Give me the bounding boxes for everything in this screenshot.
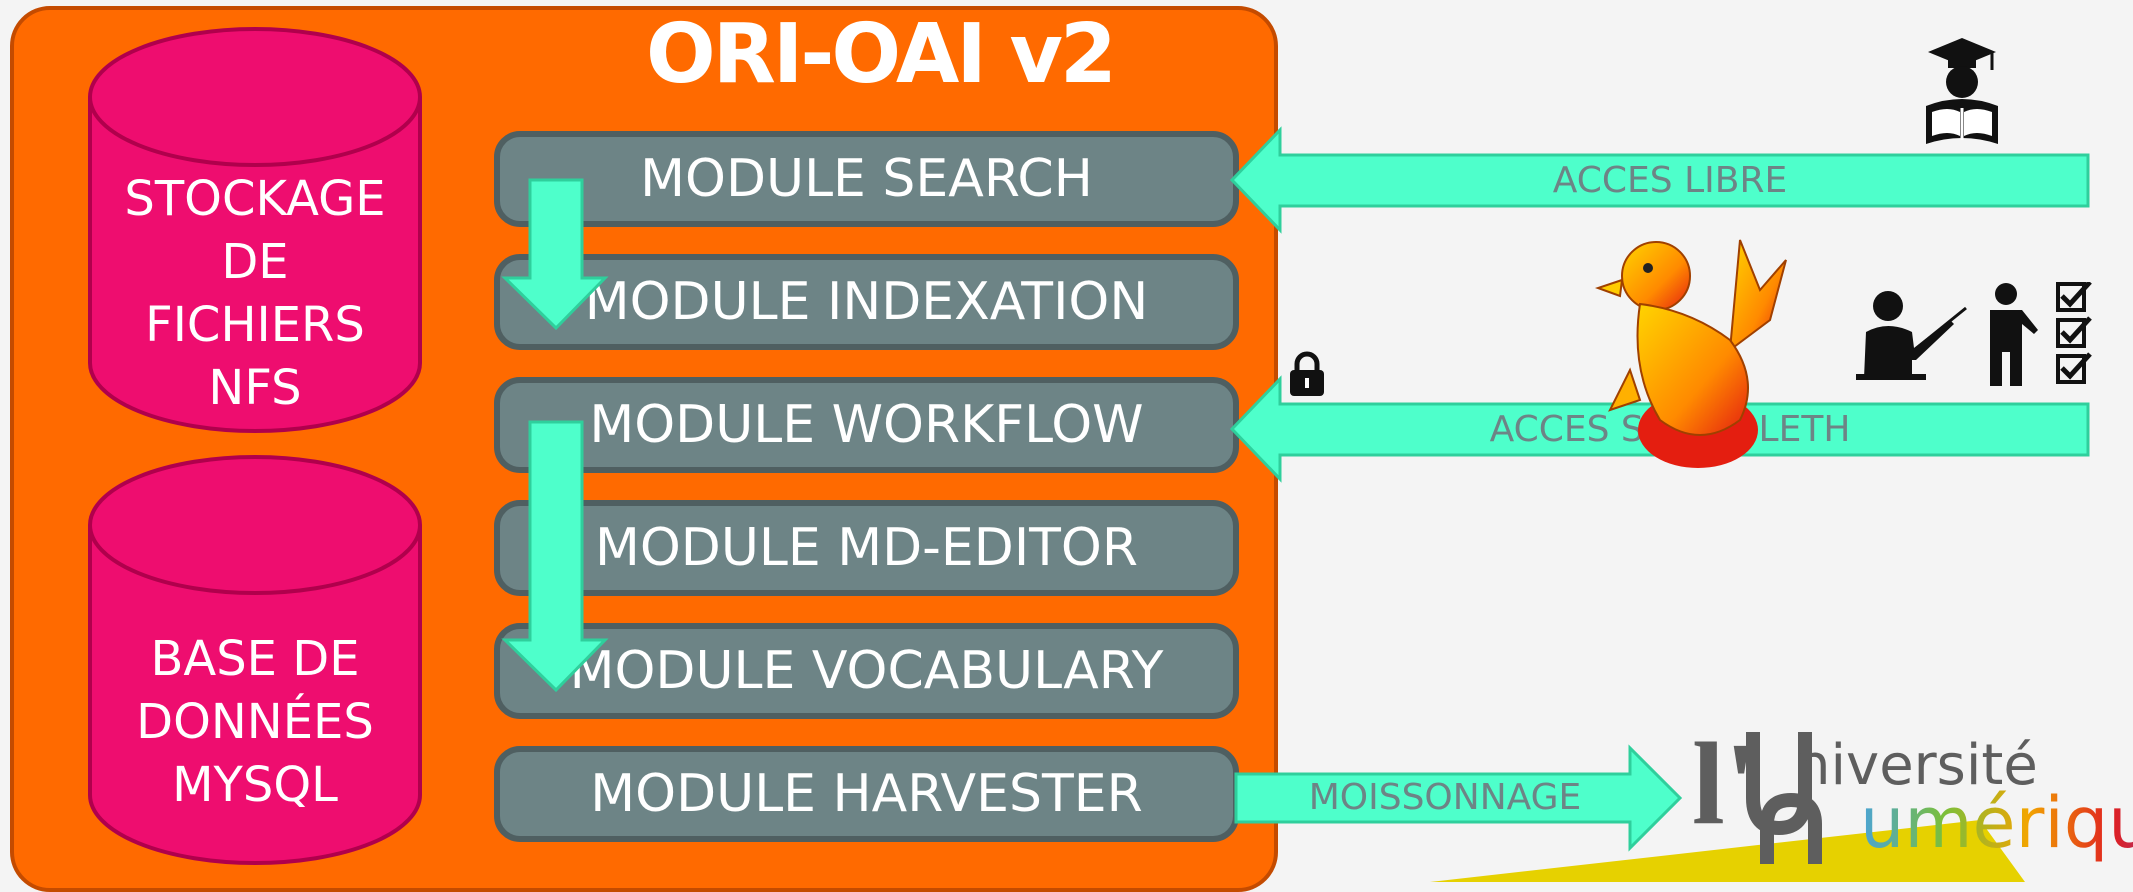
shibboleth-griffin-icon xyxy=(1594,239,1787,468)
moissonnage-arrow xyxy=(1234,744,1683,852)
module-vocabulary: MODULE VOCABULARY xyxy=(494,623,1239,719)
database-label: BASE DE DONNÉES MYSQL xyxy=(136,631,374,813)
module-indexation: MODULE INDEXATION xyxy=(494,254,1239,350)
staff-checklist-icon xyxy=(1990,282,2092,386)
database-cylinder xyxy=(88,455,422,865)
acces-libre-label: ACCES LIBRE xyxy=(1552,160,1788,201)
logo-u-n-letters xyxy=(1746,732,1822,864)
acces-libre-arrow xyxy=(1229,126,2090,234)
diagram-title: ORI-OAI v2 xyxy=(646,7,1117,102)
logo-niversite: niversité xyxy=(1795,733,2038,798)
moissonnage-label: MOISSONNAGE xyxy=(1308,777,1582,818)
file-storage-cylinder xyxy=(88,27,422,433)
module-harvester: MODULE HARVESTER xyxy=(494,746,1239,842)
module-search: MODULE SEARCH xyxy=(494,131,1239,227)
teacher-icon xyxy=(1856,291,1967,380)
graduate-reader-icon xyxy=(1926,38,1998,144)
lock-icon xyxy=(1290,351,1324,396)
module-workflow: MODULE WORKFLOW xyxy=(494,377,1239,473)
search-to-indexation-arrow xyxy=(501,178,609,331)
workflow-to-vocabulary-arrow xyxy=(501,420,609,693)
logo-umerique: umérique xyxy=(1860,788,2133,858)
module-md-editor: MODULE MD-EDITOR xyxy=(494,500,1239,596)
file-storage-label: STOCKAGE DE FICHIERS NFS xyxy=(124,171,386,416)
storage-cylinders xyxy=(88,27,422,865)
